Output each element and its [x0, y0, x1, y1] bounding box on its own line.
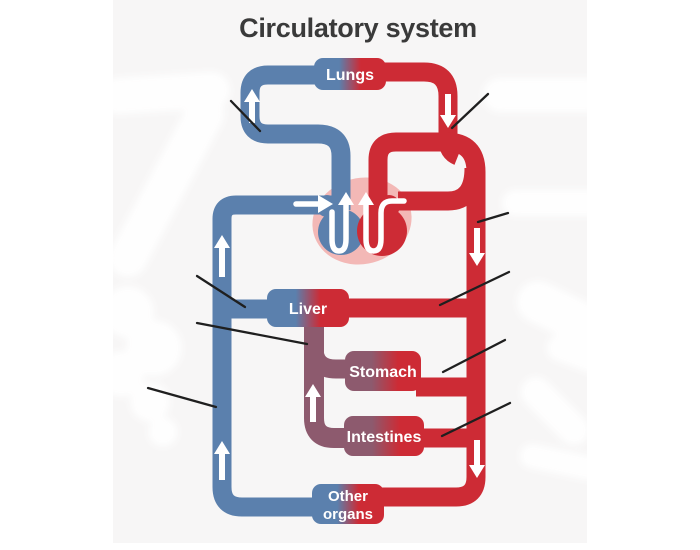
- flow-up-arrow-icon: [305, 384, 321, 422]
- heart-inflow-arrowhead-icon: [318, 195, 333, 213]
- portal-stomach-branch-pipe: [304, 347, 348, 379]
- pointer-gastric-artery[interactable]: [441, 338, 507, 374]
- heart-flow-loops: [293, 198, 407, 254]
- flow-up-arrow-icon: [214, 441, 230, 480]
- intestines-label: Intestines: [347, 429, 422, 446]
- watermark-shape: [547, 335, 605, 373]
- watermark-shape: [520, 444, 600, 480]
- watermark-shape: [109, 95, 224, 277]
- pointer-portal-vein[interactable]: [195, 321, 309, 346]
- organ-boxes: Lungs Liver Stomach Intestines Other org…: [267, 58, 424, 524]
- pointer-pulmonary-vein[interactable]: [450, 92, 490, 130]
- pointer-hepatic-artery[interactable]: [438, 270, 511, 307]
- watermark-shapes: [98, 72, 613, 480]
- pointer-hepatic-vein[interactable]: [195, 274, 247, 309]
- other-organs-box: [312, 484, 384, 524]
- pointer-pulmonary-artery[interactable]: [229, 99, 262, 133]
- heart-outflow-arrowhead-icon: [338, 192, 354, 205]
- stomach-label: Stomach: [349, 364, 417, 381]
- right-heart-flow-loop: [329, 199, 349, 254]
- pointer-intestinal-artery[interactable]: [440, 401, 512, 438]
- pointer-vena-cava[interactable]: [146, 386, 218, 409]
- intestines-box: [344, 416, 424, 456]
- watermark-shape: [148, 417, 178, 447]
- stomach-box: [345, 351, 421, 391]
- vein-pipes: [212, 65, 351, 517]
- watermark-shape: [98, 351, 144, 397]
- flow-up-arrow-icon: [244, 89, 260, 123]
- watermark-shape: [100, 72, 230, 114]
- flow-down-arrow-icon: [469, 440, 485, 478]
- heart-outflow-arrowhead-icon: [358, 192, 374, 205]
- pointer-aorta[interactable]: [476, 211, 510, 224]
- left-heart-flow-loop: [363, 198, 407, 254]
- flow-up-arrow-icon: [214, 235, 230, 277]
- watermark-shape: [126, 320, 182, 376]
- other-organs-label-line1: Other: [328, 488, 368, 505]
- liver-label: Liver: [289, 301, 327, 318]
- lungs-label: Lungs: [326, 67, 374, 84]
- page-title: Circulatory system: [239, 13, 477, 43]
- watermark-shape: [130, 382, 170, 422]
- vena-cava-pipe: [212, 195, 336, 517]
- other-organs-label-line2: organs: [323, 506, 373, 523]
- watermark-shape: [521, 377, 589, 445]
- flow-down-arrow-icon: [469, 228, 485, 266]
- flow-arrows: [214, 89, 485, 480]
- flow-down-arrow-icon: [440, 94, 456, 128]
- watermark-shape: [517, 281, 613, 349]
- pulmonary-artery-pipe: [240, 65, 351, 210]
- liver-box: [267, 289, 349, 327]
- lungs-box: [314, 58, 386, 90]
- pointer-lines: [146, 92, 512, 438]
- aorta-arch-pipe: [368, 132, 486, 507]
